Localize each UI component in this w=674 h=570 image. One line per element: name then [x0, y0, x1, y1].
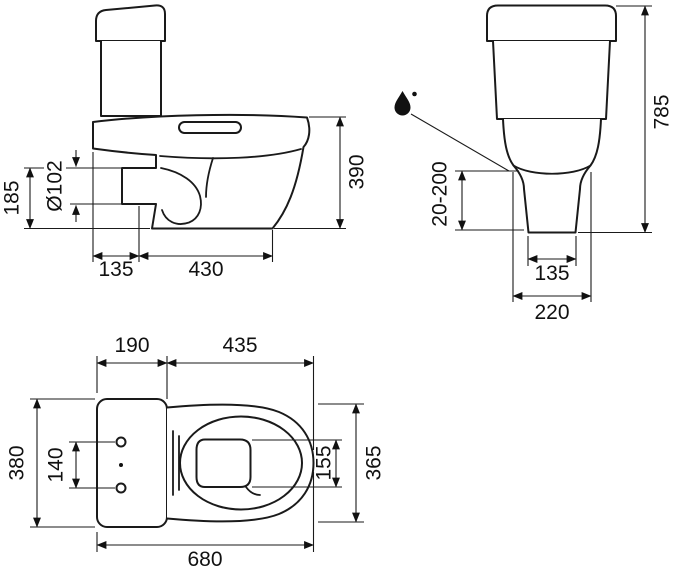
water-drop-shape	[394, 91, 411, 116]
label-mask	[44, 158, 66, 215]
inlet-pointer-line	[410, 113, 510, 172]
dim-label-outlet-diameter: Ø102	[44, 160, 67, 211]
dim-label-base-depth: 430	[188, 258, 223, 281]
cistern-tank-side	[100, 40, 162, 117]
dim-label-outlet-height: 185	[1, 180, 24, 215]
cistern-lid-side	[95, 4, 166, 42]
front-view-dimensions: 785 20-200 135 220	[429, 5, 674, 324]
trap-detail-line	[160, 167, 202, 225]
front-view	[394, 4, 617, 234]
water-drop-dot	[412, 91, 417, 97]
dim-label-fixing-centres: 140	[45, 447, 68, 482]
side-view	[92, 4, 311, 230]
cistern-tank-front	[492, 40, 611, 120]
sump-detail-line	[245, 486, 261, 496]
dim-label-inlet-height-range: 20-200	[429, 161, 452, 226]
dim-label-body-width: 220	[534, 301, 569, 324]
dim-label-bowl-height: 390	[346, 154, 369, 189]
side-view-dimensions: 185 Ø102 390 135 430	[1, 116, 369, 281]
plan-view-dimensions: 190 435 380 140 155 365 680	[6, 334, 386, 570]
water-area-plan	[195, 438, 252, 488]
water-drop-icon	[394, 91, 417, 116]
fixing-hole-bottom	[115, 482, 127, 494]
dim-label-pan-width: 365	[363, 445, 386, 480]
cistern-plan	[96, 398, 168, 528]
rim-underside-line	[159, 148, 302, 160]
fixing-hole-top	[115, 436, 127, 448]
dim-label-outlet-setout: 135	[98, 258, 133, 281]
cistern-lid-front	[486, 4, 617, 42]
pan-side	[92, 113, 311, 230]
dim-label-total-height: 785	[651, 94, 674, 129]
flush-lever-side	[178, 121, 242, 134]
dim-label-cistern-width: 380	[6, 445, 29, 480]
dim-label-overall-length: 680	[187, 548, 222, 570]
cistern-centre-mark	[119, 463, 123, 467]
dim-label-pan-length: 435	[222, 334, 257, 357]
plan-view	[96, 398, 315, 528]
dim-label-bowl-opening-width: 155	[313, 445, 336, 480]
dim-label-cistern-depth: 190	[114, 334, 149, 357]
pedestal-front	[502, 118, 602, 234]
bowl-interior-line	[205, 157, 214, 198]
dim-label-base-width: 135	[534, 262, 569, 285]
rim-front-line	[512, 164, 592, 175]
